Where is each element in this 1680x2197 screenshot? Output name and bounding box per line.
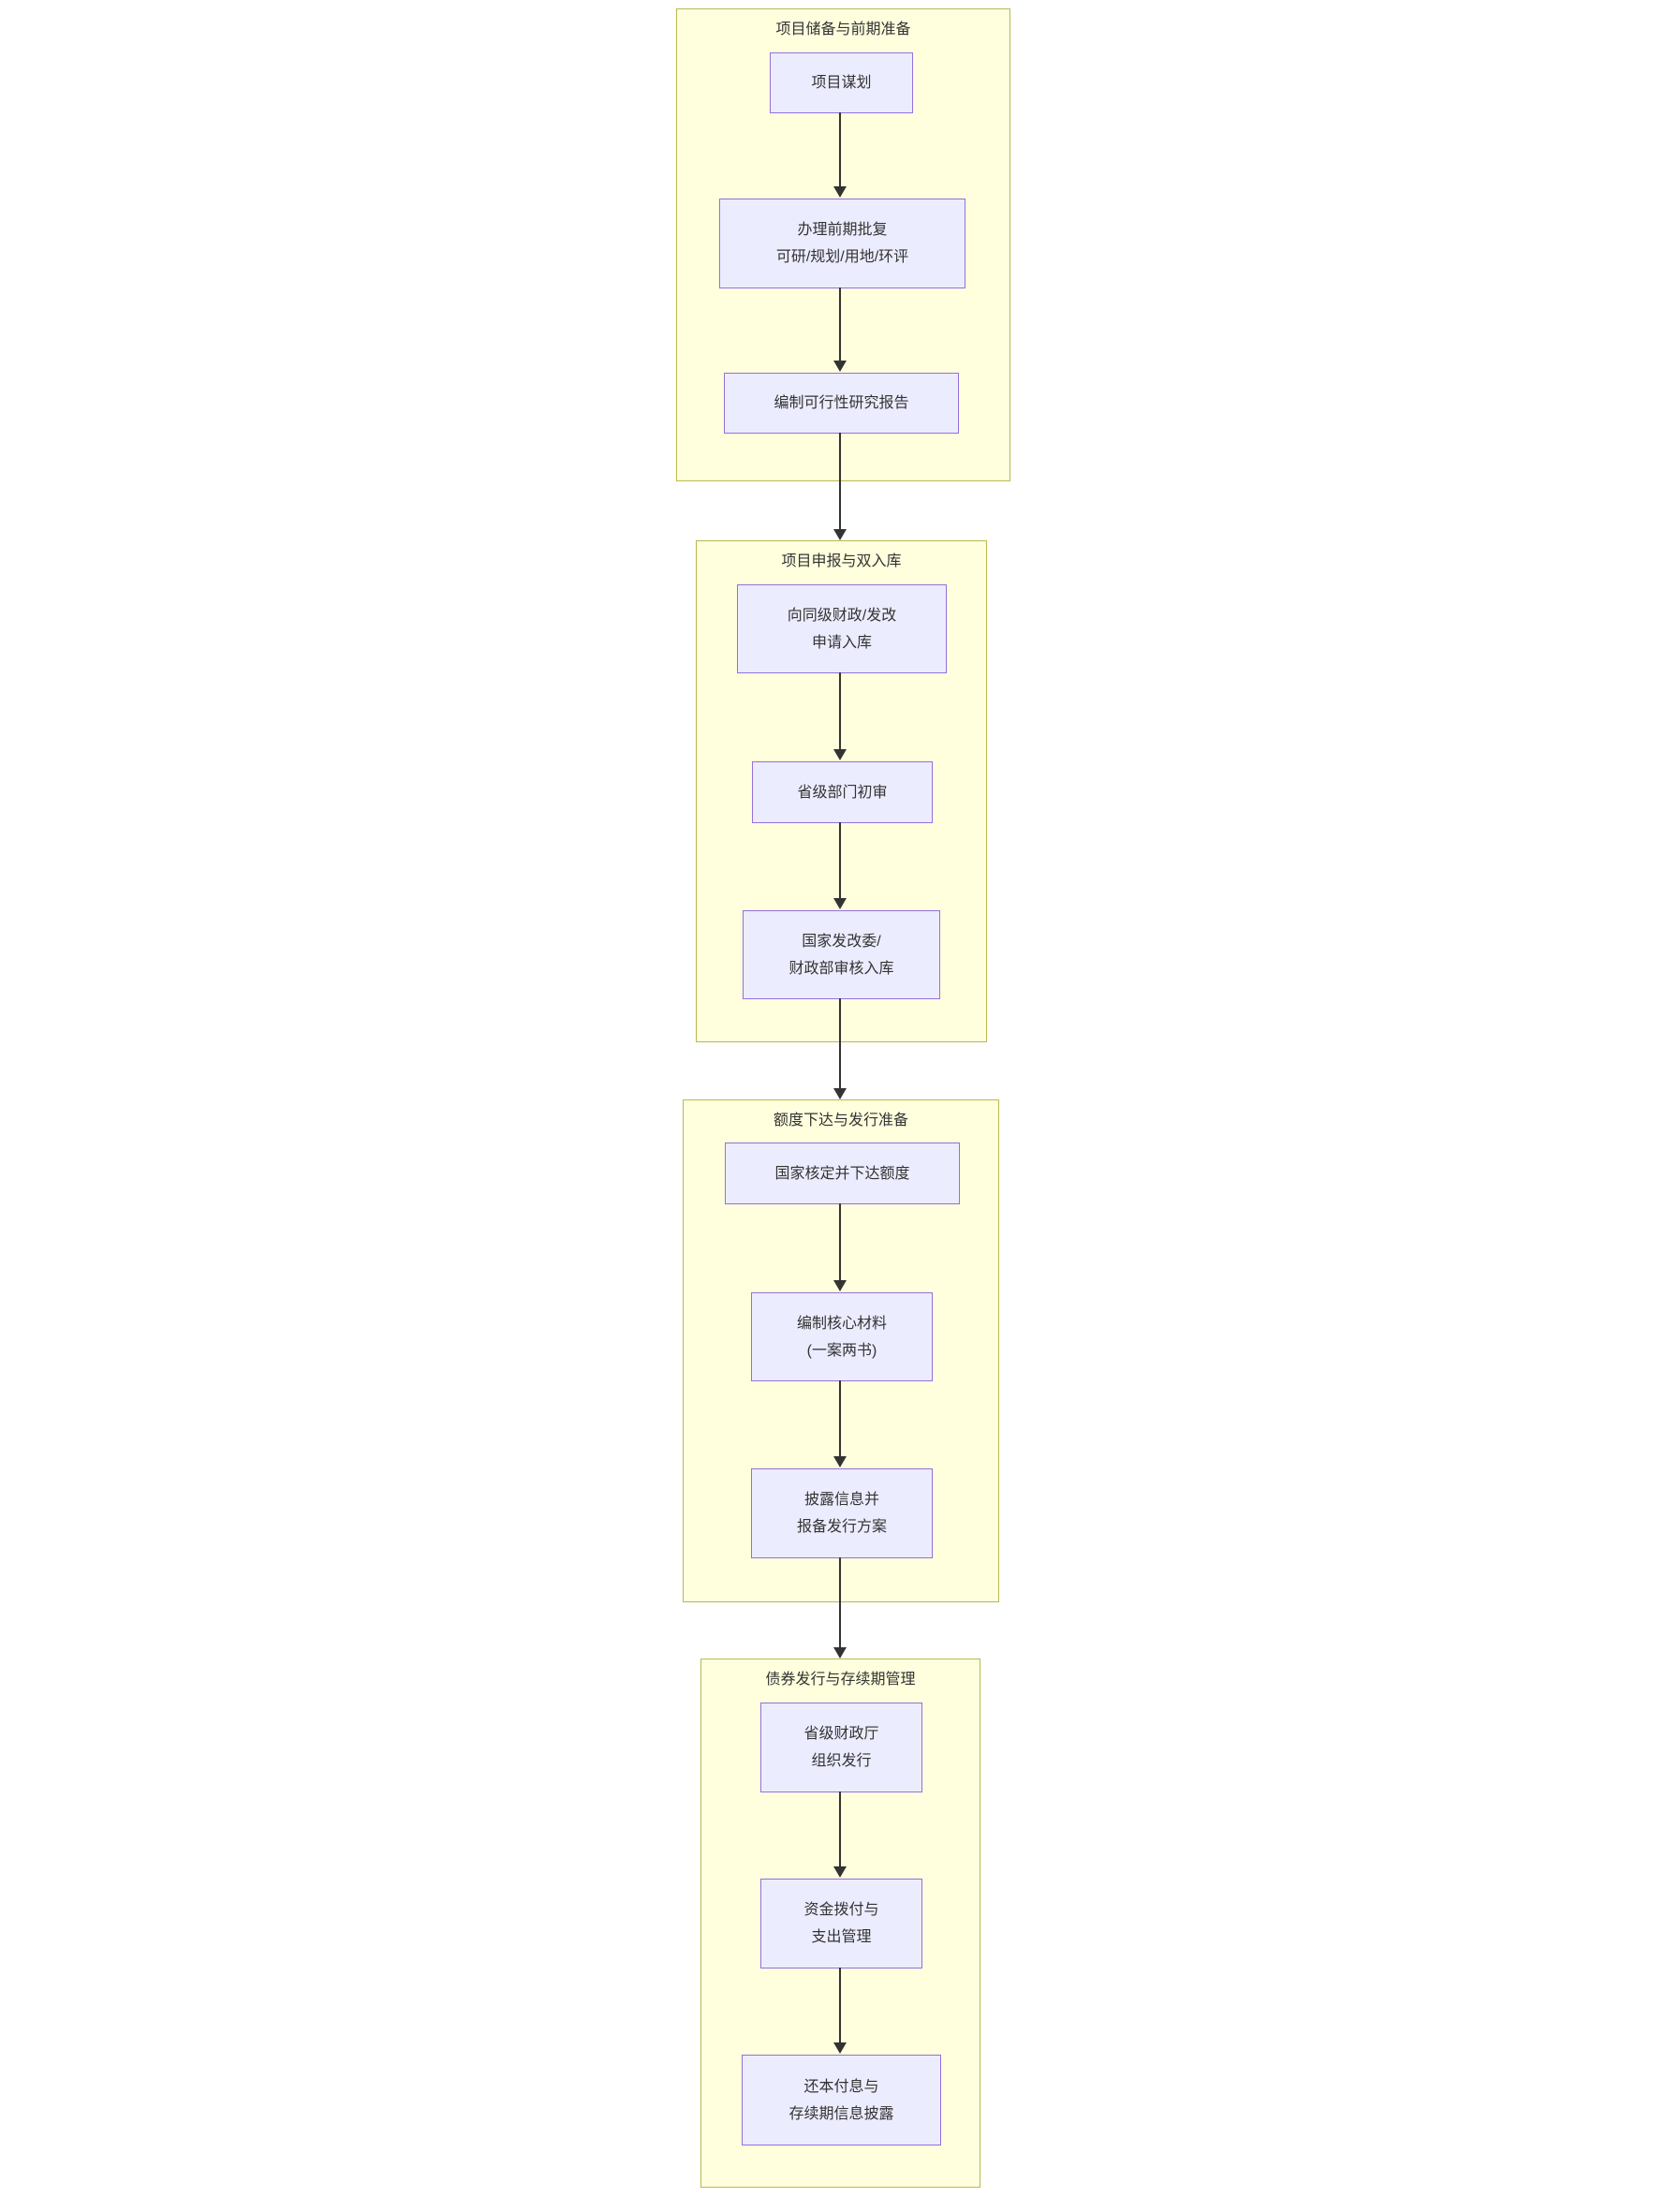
flow-arrow — [833, 672, 847, 760]
arrowhead-icon — [833, 1456, 847, 1467]
arrowhead-icon — [833, 1647, 847, 1659]
node-quota-issue: 国家核定并下达额度 — [725, 1143, 960, 1204]
flow-arrow — [833, 1968, 847, 2054]
arrowhead-icon — [833, 1088, 847, 1099]
flow-arrow — [833, 112, 847, 198]
arrowhead-icon — [833, 361, 847, 372]
node-feasibility-report: 编制可行性研究报告 — [724, 373, 959, 434]
node-project-planning: 项目谋划 — [770, 52, 913, 113]
arrowhead-icon — [833, 529, 847, 540]
flow-arrow — [833, 998, 847, 1099]
group-quota-issuance-prep: 额度下达与发行准备 国家核定并下达额度 编制核心材料 (一案两书) 披露信息并 … — [683, 1099, 999, 1602]
group-project-preparation: 项目储备与前期准备 项目谋划 办理前期批复 可研/规划/用地/环评 编制可行性研… — [676, 8, 1010, 481]
arrowhead-icon — [833, 186, 847, 198]
arrowhead-icon — [833, 2042, 847, 2054]
flow-arrow — [833, 1557, 847, 1659]
flow-arrow — [833, 1380, 847, 1467]
node-fund-allocation: 资金拨付与 支出管理 — [760, 1879, 922, 1968]
node-disclosure-filing: 披露信息并 报备发行方案 — [751, 1468, 933, 1558]
node-pre-approval: 办理前期批复 可研/规划/用地/环评 — [719, 199, 965, 288]
group-title: 项目申报与双入库 — [781, 553, 902, 569]
arrowhead-icon — [833, 1866, 847, 1878]
arrowhead-icon — [833, 898, 847, 909]
flow-arrow — [833, 433, 847, 540]
node-repayment-disclosure: 还本付息与 存续期信息披露 — [742, 2055, 941, 2145]
group-bond-issuance-management: 债券发行与存续期管理 省级财政厅 组织发行 资金拨付与 支出管理 还本付息与 存… — [700, 1659, 980, 2188]
node-core-materials: 编制核心材料 (一案两书) — [751, 1292, 933, 1381]
group-project-application: 项目申报与双入库 向同级财政/发改 申请入库 省级部门初审 国家发改委/ 财政部… — [696, 540, 987, 1042]
group-title: 项目储备与前期准备 — [775, 22, 911, 37]
arrowhead-icon — [833, 749, 847, 760]
flow-arrow — [833, 288, 847, 372]
node-national-review: 国家发改委/ 财政部审核入库 — [743, 910, 940, 999]
flow-arrow — [833, 1203, 847, 1291]
node-provincial-review: 省级部门初审 — [752, 761, 933, 823]
group-title: 额度下达与发行准备 — [773, 1113, 908, 1128]
flow-arrow — [833, 822, 847, 909]
node-bond-issuance: 省级财政厅 组织发行 — [760, 1703, 922, 1792]
flow-arrow — [833, 1792, 847, 1878]
group-title: 债券发行与存续期管理 — [765, 1672, 916, 1688]
node-apply-warehousing: 向同级财政/发改 申请入库 — [737, 584, 947, 673]
arrowhead-icon — [833, 1280, 847, 1291]
